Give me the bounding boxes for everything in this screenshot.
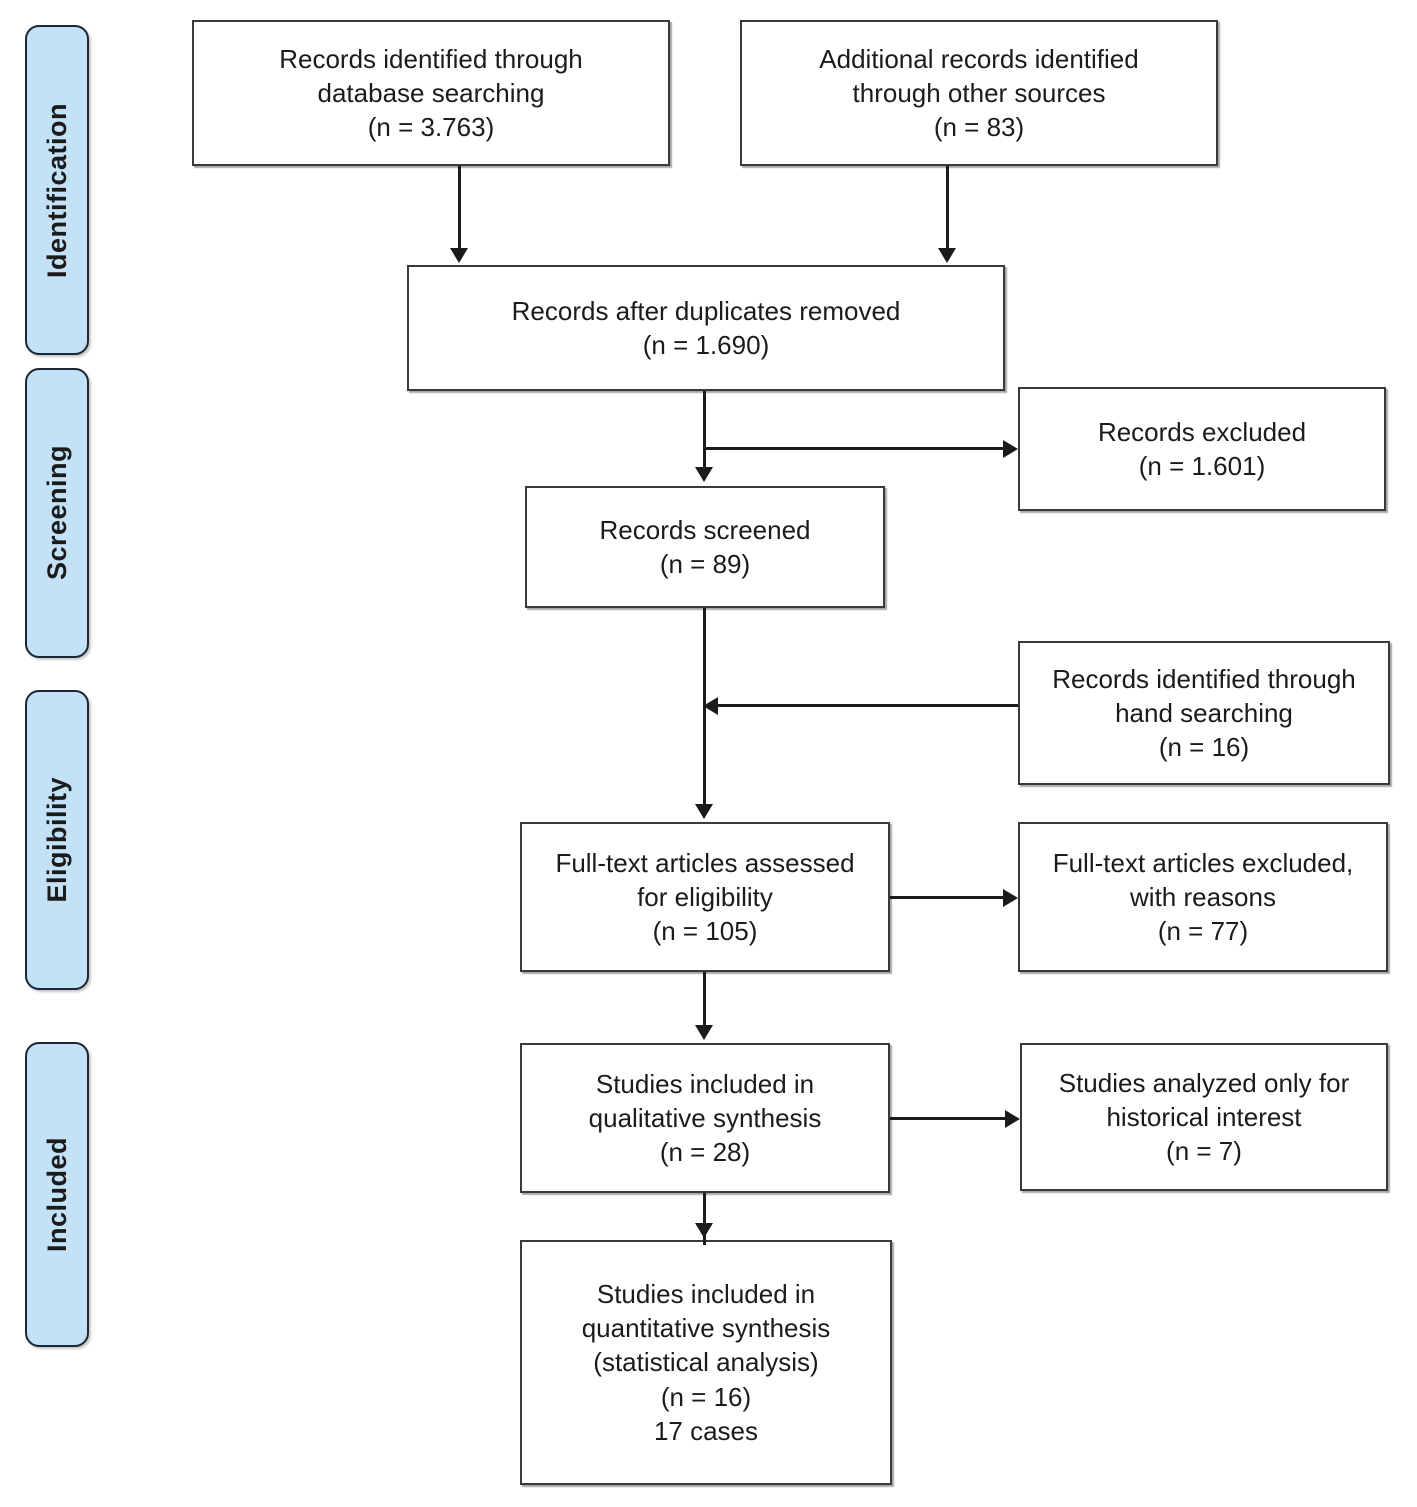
box-database-search: Records identified through database sear… bbox=[192, 20, 670, 166]
box-database-search-text: Records identified through database sear… bbox=[279, 43, 583, 143]
arrowhead-duplicates-to-excluded bbox=[1003, 440, 1018, 458]
stage-tab-eligibility: Eligibility bbox=[25, 690, 89, 990]
box-fulltext-excluded: Full-text articles excluded, with reason… bbox=[1018, 822, 1388, 972]
box-other-sources-text: Additional records identified through ot… bbox=[819, 43, 1139, 143]
box-fulltext-excluded-text: Full-text articles excluded, with reason… bbox=[1052, 847, 1354, 947]
box-quantitative-synthesis-text: Studies included in quantitative synthes… bbox=[581, 1278, 831, 1446]
arrowhead-fulltext-to-qualitative bbox=[695, 1025, 713, 1040]
arrowhead-hand-searching-to-spine bbox=[703, 697, 718, 715]
box-records-excluded: Records excluded (n = 1.601) bbox=[1018, 387, 1386, 511]
stage-tab-screening-label: Screening bbox=[41, 445, 72, 581]
arrowhead-qualitative-to-quantitative bbox=[695, 1223, 713, 1238]
stage-tab-identification-label: Identification bbox=[41, 102, 72, 278]
box-records-screened-text: Records screened (n = 89) bbox=[599, 514, 811, 579]
stage-tab-included: Included bbox=[25, 1042, 89, 1347]
connector-duplicates-to-excluded bbox=[703, 447, 1003, 450]
box-duplicates-removed-text: Records after duplicates removed (n = 1.… bbox=[511, 295, 901, 360]
box-records-screened: Records screened (n = 89) bbox=[525, 486, 885, 608]
stage-tab-screening: Screening bbox=[25, 368, 89, 658]
connector-other-sources-to-duplicates bbox=[946, 166, 949, 250]
connector-hand-searching-to-spine bbox=[718, 704, 1018, 707]
connector-qualitative-to-historical bbox=[890, 1117, 1005, 1120]
stage-tab-included-label: Included bbox=[41, 1136, 72, 1252]
connector-fulltext-to-qualitative bbox=[703, 972, 706, 1027]
box-duplicates-removed: Records after duplicates removed (n = 1.… bbox=[407, 265, 1005, 391]
arrowhead-duplicates-to-screened bbox=[695, 467, 713, 482]
box-records-excluded-text: Records excluded (n = 1.601) bbox=[1097, 416, 1307, 481]
box-hand-searching: Records identified through hand searchin… bbox=[1018, 641, 1390, 785]
box-qualitative-synthesis: Studies included in qualitative synthesi… bbox=[520, 1043, 890, 1193]
arrowhead-screened-to-fulltext bbox=[695, 804, 713, 819]
arrowhead-other-sources-to-duplicates bbox=[938, 248, 956, 263]
box-fulltext-assessed-text: Full-text articles assessed for eligibil… bbox=[555, 847, 855, 947]
box-historical-interest: Studies analyzed only for historical int… bbox=[1020, 1043, 1388, 1191]
box-qualitative-synthesis-text: Studies included in qualitative synthesi… bbox=[588, 1068, 822, 1168]
connector-duplicates-to-screened bbox=[703, 391, 706, 469]
stage-tab-eligibility-label: Eligibility bbox=[41, 777, 72, 903]
connector-database-to-duplicates bbox=[458, 166, 461, 250]
box-quantitative-synthesis: Studies included in quantitative synthes… bbox=[520, 1240, 892, 1485]
connector-qualitative-to-quantitative bbox=[703, 1193, 706, 1245]
arrowhead-fulltext-to-excluded bbox=[1003, 889, 1018, 907]
stage-tab-identification: Identification bbox=[25, 25, 89, 355]
box-hand-searching-text: Records identified through hand searchin… bbox=[1052, 663, 1356, 763]
box-other-sources: Additional records identified through ot… bbox=[740, 20, 1218, 166]
arrowhead-database-to-duplicates bbox=[450, 248, 468, 263]
arrowhead-qualitative-to-historical bbox=[1005, 1110, 1020, 1128]
box-fulltext-assessed: Full-text articles assessed for eligibil… bbox=[520, 822, 890, 972]
box-historical-interest-text: Studies analyzed only for historical int… bbox=[1058, 1067, 1350, 1167]
connector-fulltext-to-excluded bbox=[890, 896, 1003, 899]
